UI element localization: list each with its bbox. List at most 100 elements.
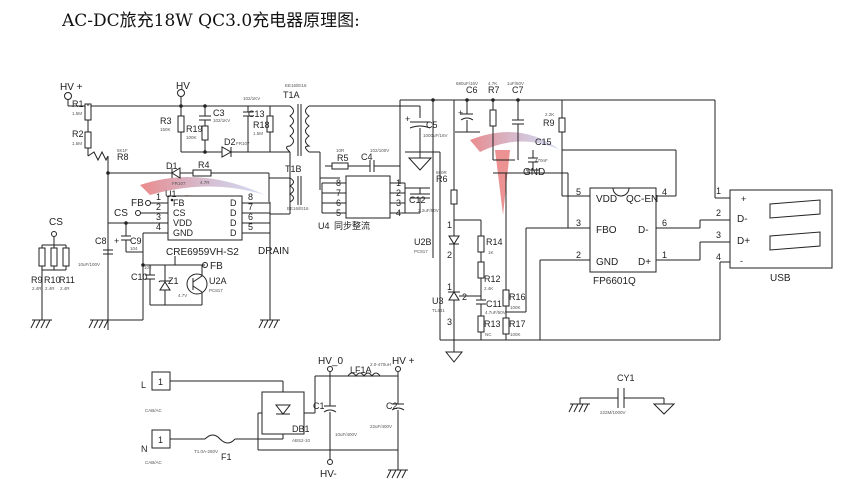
svg-text:102/100V: 102/100V [370,148,389,153]
svg-text:T1.0A-250V: T1.0A-250V [194,449,218,454]
svg-text:222M/1000V: 222M/1000V [600,410,626,415]
svg-text:R19: R19 [186,124,203,134]
svg-text:100K: 100K [510,305,521,310]
svg-text:R18: R18 [253,120,270,130]
transformer-t1b: T1B EE16/EI16 [285,164,309,211]
svg-text:CRE6959VH-S2: CRE6959VH-S2 [166,247,239,258]
resistor-r9 [558,117,566,133]
resistor-r6 [450,189,458,205]
svg-text:1.5M: 1.5M [253,131,263,136]
svg-text:HV: HV [176,81,190,92]
svg-text:U2A: U2A [209,276,227,286]
svg-text:-: - [740,256,743,266]
svg-text:+: + [741,194,746,204]
svg-text:R10: R10 [44,275,61,285]
svg-text:U4: U4 [318,221,330,231]
svg-text:R9: R9 [31,275,43,285]
svg-text:2.2K: 2.2K [545,112,554,117]
optocoupler-u2a: U2A PC817 [186,273,227,295]
resistor-r4 [192,169,212,177]
svg-text:R9: R9 [543,118,555,128]
cs-net-label: CS [114,208,141,219]
svg-text:680R: 680R [436,170,448,175]
svg-text:D: D [230,228,237,238]
svg-text:2: 2 [156,202,161,212]
cs-sense-net: CS R9 R10 R11 2.4R 2.4R 2.4R [31,217,75,320]
svg-text:+: + [405,114,410,124]
svg-text:10uF/100V: 10uF/100V [78,262,100,267]
diode-d2: D2 FR107 [221,137,250,158]
svg-text:1: 1 [662,250,667,260]
svg-text:3: 3 [447,317,452,327]
svg-text:HV_0: HV_0 [318,356,343,367]
svg-text:C11: C11 [486,299,502,309]
svg-text:1: 1 [716,186,721,196]
svg-text:R7: R7 [488,85,500,95]
resistor-r8-zigzag [87,150,109,162]
svg-text:100K: 100K [510,332,521,337]
svg-text:QC-EN: QC-EN [626,194,658,205]
svg-text:HV +: HV + [60,82,83,93]
resistor-r1 [84,103,92,121]
svg-text:U3: U3 [432,296,444,306]
svg-text:CAB/AC: CAB/AC [145,408,163,413]
svg-text:10uF/400V: 10uF/400V [335,432,357,437]
ground-symbol [30,319,53,329]
svg-text:PC817: PC817 [209,288,223,293]
svg-text:C5: C5 [426,120,438,130]
svg-text:102/1KV: 102/1KV [213,118,230,123]
svg-text:1: 1 [158,377,163,387]
svg-text:6: 6 [662,218,667,228]
svg-text:R6: R6 [436,174,448,184]
svg-text:6: 6 [248,212,253,222]
svg-text:GND: GND [596,257,618,268]
svg-text:DB1: DB1 [292,424,310,434]
hv-plus-net-2: HV + [392,356,415,372]
resistor-r19 [201,125,209,141]
svg-text:FP6601Q: FP6601Q [593,276,636,287]
svg-text:1.5M: 1.5M [72,111,82,116]
svg-text:U2B: U2B [414,237,432,247]
svg-text:102/1KV: 102/1KV [243,96,260,101]
svg-text:C2: C2 [386,401,398,411]
svg-text:5K1F: 5K1F [117,148,128,153]
svg-text:R4: R4 [198,160,210,170]
svg-text:R3: R3 [160,116,172,126]
fb-net-label-2: FB [202,261,223,272]
chip-fp6601q: VDD QC-EN FBO D- GND D+ FP6601Q 5 4 3 6 … [576,187,667,287]
svg-text:1: 1 [156,192,161,202]
shunt-u3: U3 TL431 1 2 3 [432,282,467,327]
resistor-r14 [477,235,485,253]
chip-u1: U1 CRE6959VH-S2 FB CS VDD GND D D D D 1 … [156,189,253,258]
svg-text:D+: D+ [638,257,651,268]
hv-plus-net: HV + [60,82,83,100]
svg-text:1000uF/16V: 1000uF/16V [423,133,448,138]
svg-text:CS: CS [114,208,128,219]
svg-text:102: 102 [144,265,152,270]
svg-text:1: 1 [447,282,452,292]
ground-symbol [568,403,591,413]
svg-text:ABS2-10: ABS2-10 [292,438,311,443]
svg-text:R2: R2 [72,129,84,139]
svg-text:EE16/EI16: EE16/EI16 [287,206,309,211]
svg-text:NC: NC [485,332,492,337]
svg-text:8: 8 [248,192,253,202]
svg-text:R12: R12 [484,274,501,284]
svg-text:VDD: VDD [173,218,193,228]
hv-minus-net: HV- [320,459,337,480]
capacitor-cy1: CY1 222M/1000V [579,373,676,415]
svg-text:D: D [230,198,237,208]
svg-text:C9: C9 [130,236,142,246]
svg-text:7: 7 [248,202,253,212]
svg-text:D1: D1 [166,161,178,171]
svg-text:R17: R17 [509,319,526,329]
ground-triangle [444,351,464,363]
svg-text:D+: D+ [737,236,750,247]
transformer-t1a: T1A EE16/EI16 [283,83,311,156]
svg-text:GND: GND [173,228,194,238]
fuse-f1 [204,434,236,444]
svg-text:150K: 150K [160,127,171,132]
svg-text:Z1: Z1 [168,276,179,286]
svg-text:2.2uF/50V: 2.2uF/50V [418,208,439,213]
svg-text:TL431: TL431 [432,308,445,313]
